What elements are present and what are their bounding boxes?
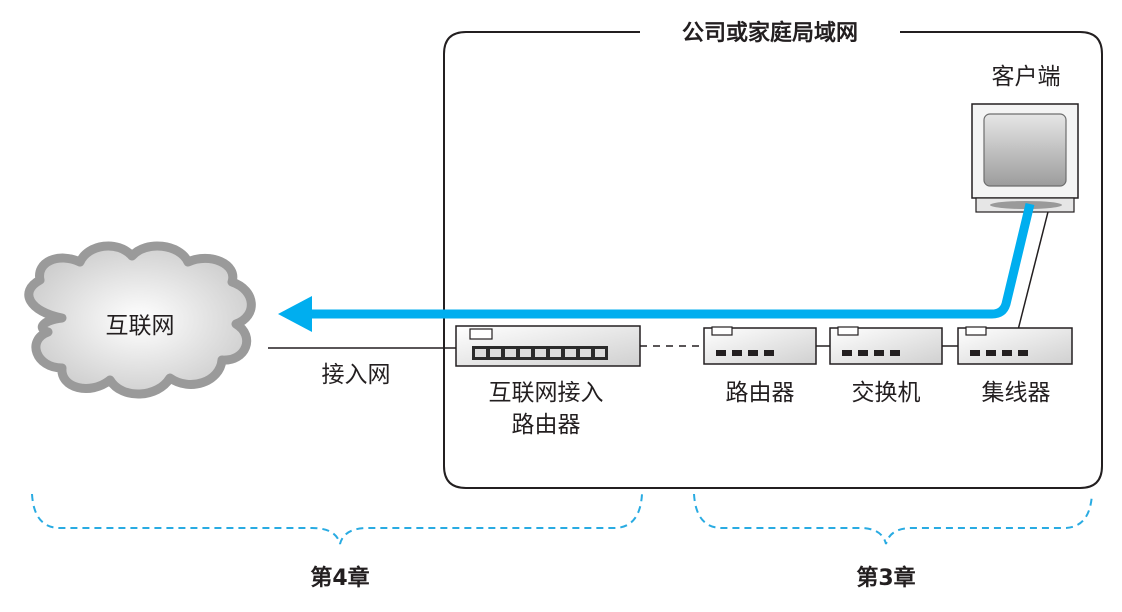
lan-title: 公司或家庭局域网 xyxy=(682,20,858,46)
chapter4-range: 第4章 xyxy=(31,493,643,591)
hub-label: 集线器 xyxy=(982,380,1051,406)
router-label: 路由器 xyxy=(726,380,795,406)
chapter3-label: 第3章 xyxy=(856,565,915,591)
switch-label: 交换机 xyxy=(852,380,921,406)
lan-boundary: 公司或家庭局域网 xyxy=(443,20,1103,489)
switch: 交换机 xyxy=(829,326,943,406)
client-computer: 客户端 xyxy=(971,64,1079,213)
access-router: 互联网接入 路由器 xyxy=(455,325,641,438)
router: 路由器 xyxy=(703,326,817,406)
arrowhead-icon xyxy=(278,296,312,332)
chapter4-label: 第4章 xyxy=(310,565,369,591)
internet-cloud: 互联网 xyxy=(24,241,256,399)
access-router-label-line1: 互联网接入 xyxy=(489,380,604,406)
access-network-label: 接入网 xyxy=(322,362,391,388)
chapter3-range: 第3章 xyxy=(693,493,1093,591)
hub: 集线器 xyxy=(957,326,1073,406)
client-label: 客户端 xyxy=(992,64,1061,90)
monitor-screen xyxy=(983,113,1067,187)
access-network-link: 接入网 xyxy=(268,347,456,388)
access-router-label-line2: 路由器 xyxy=(512,412,581,438)
path-arrow xyxy=(278,202,1035,332)
client-cable xyxy=(1017,203,1051,331)
internet-label: 互联网 xyxy=(106,313,175,339)
